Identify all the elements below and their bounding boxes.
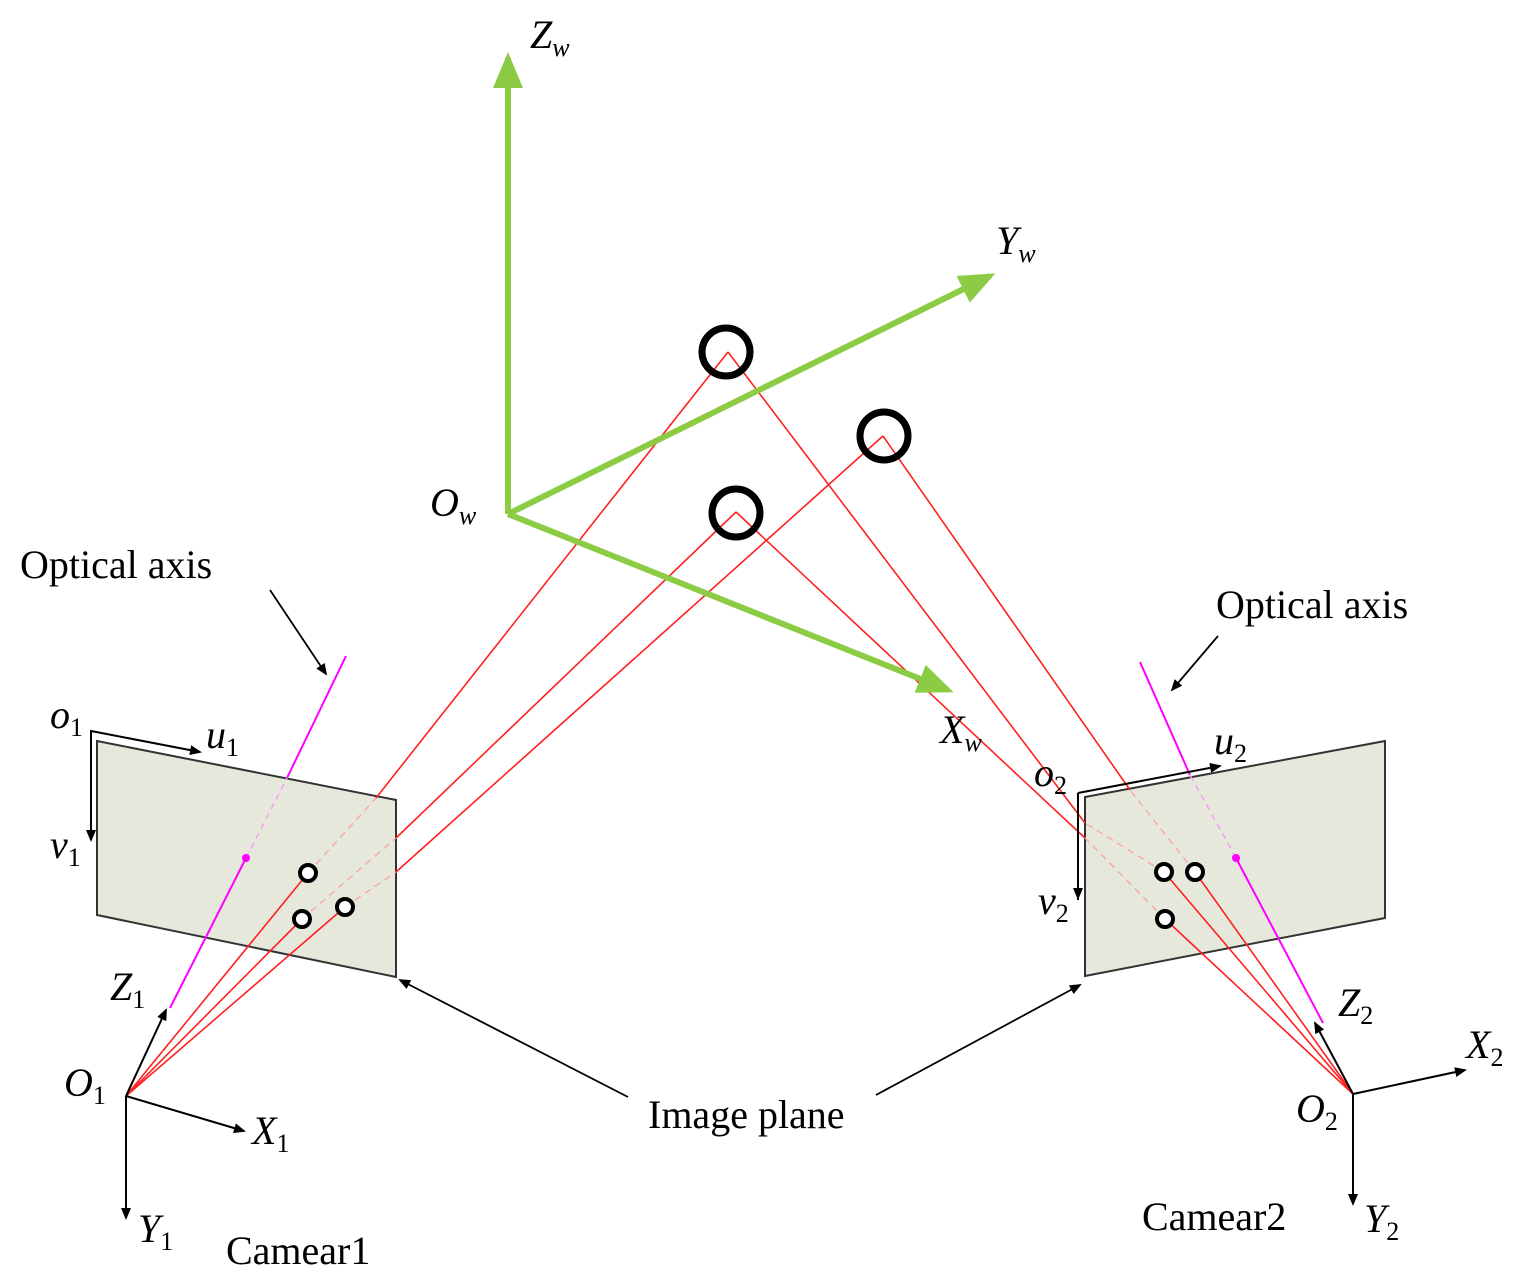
cam1-origin-label: O1: [64, 1060, 106, 1110]
optical-axis-label-1: Optical axis: [20, 542, 212, 587]
ray-1b-out: [395, 511, 737, 839]
image-points-2: [1154, 862, 1205, 929]
cam1-z-axis: [125, 1008, 167, 1097]
optical-axis-1-in-plane: [245, 777, 288, 859]
principal-point-1: [242, 854, 250, 862]
cam1-y-label: Y1: [138, 1206, 173, 1256]
world-points: [698, 324, 912, 541]
world-point-3: [708, 485, 764, 541]
world-z-label: Zw: [530, 12, 570, 62]
ray-1c-out: [395, 435, 884, 873]
cam1-v-label: v1: [50, 822, 81, 872]
ray-2c: [1164, 918, 1354, 1095]
cam2-u-label: u2: [1214, 718, 1247, 768]
cam2-x-axis: [1352, 1067, 1467, 1095]
pointer-arrows: [269, 589, 1219, 1098]
cam1-o-label: o1: [50, 692, 83, 742]
rays-camera1-in-plane: [301, 797, 397, 920]
cam2-z-label: Z2: [1338, 980, 1373, 1030]
world-x-label: Xw: [938, 707, 982, 757]
optical-axis-1-pointer: [269, 589, 328, 676]
cam1-z-label: Z1: [110, 964, 145, 1014]
cam1-u-label: u1: [206, 712, 239, 762]
world-x-axis: [506, 511, 954, 693]
image-plane-pointer-1: [398, 979, 629, 1098]
ray-2a: [1163, 871, 1354, 1095]
image-points-1: [292, 863, 355, 929]
optical-axis-2-in-plane: [1189, 774, 1237, 859]
ray-2b: [1194, 871, 1354, 1095]
camera2-axes: [1073, 762, 1467, 1206]
ray-2a-out: [727, 351, 1086, 824]
world-point-1: [698, 324, 754, 380]
rays-camera2: [727, 351, 1354, 1095]
world-axes: [493, 52, 996, 693]
camera2-name: Camear2: [1142, 1194, 1286, 1239]
ray-2b-out: [882, 435, 1131, 791]
optical-axis-2-pointer: [1170, 635, 1219, 692]
camera1-axes: [86, 729, 246, 1220]
world-y-axis: [506, 273, 996, 517]
cam1-x-label: X1: [250, 1108, 289, 1158]
cam2-z-axis: [1314, 1021, 1354, 1095]
ray-1a: [125, 872, 309, 1097]
world-origin-label: Ow: [430, 480, 477, 530]
ray-1a-out: [375, 351, 729, 799]
optical-axis-line-2: [1139, 661, 1324, 1024]
principal-point-2: [1232, 854, 1240, 862]
image-plane-label: Image plane: [648, 1092, 845, 1137]
image-plane-pointer-2: [875, 984, 1082, 1096]
cam1-x-axis: [125, 1095, 246, 1133]
camera1-name: Camear1: [226, 1228, 370, 1273]
rays-camera2-in-plane: [1084, 789, 1196, 920]
cam2-y-label: Y2: [1364, 1196, 1399, 1246]
world-y-label: Yw: [996, 218, 1036, 268]
optical-axis-line-1: [169, 655, 347, 1009]
rays-camera1: [125, 351, 884, 1097]
ray-1c: [125, 906, 346, 1097]
world-point-2: [856, 408, 912, 464]
optical-axis-label-2: Optical axis: [1216, 582, 1408, 627]
cam2-x-label: X2: [1464, 1022, 1503, 1072]
cam2-u-axis: [1077, 762, 1222, 794]
cam2-origin-label: O2: [1296, 1086, 1338, 1136]
cam2-v-label: v2: [1038, 878, 1069, 928]
ray-1b: [125, 918, 303, 1097]
cam2-o-label: o2: [1034, 750, 1067, 800]
